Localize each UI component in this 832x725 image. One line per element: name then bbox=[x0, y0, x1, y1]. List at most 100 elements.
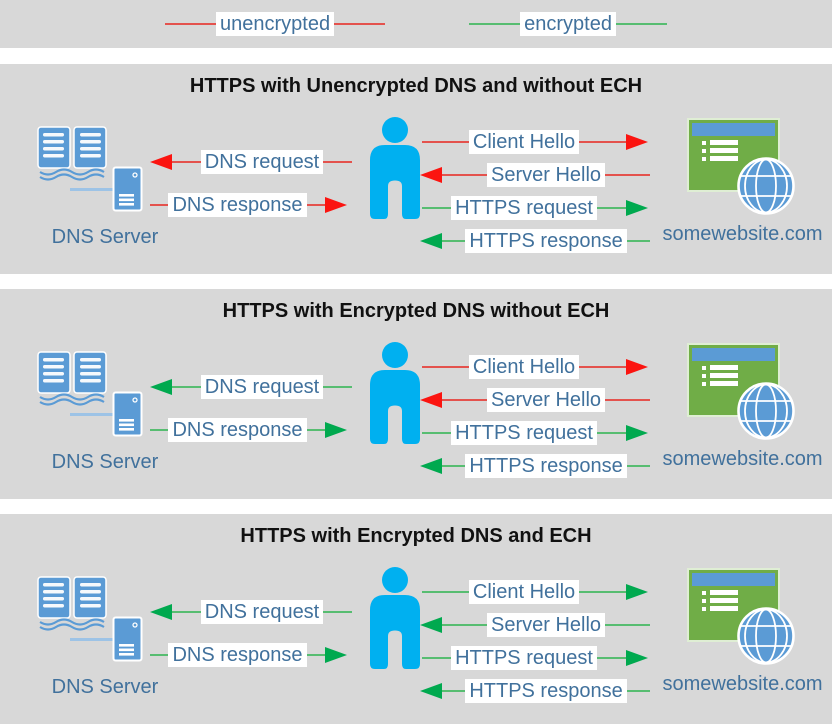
dns-book-icon bbox=[37, 126, 107, 181]
arrowhead-icon bbox=[626, 425, 649, 441]
arrowhead-icon bbox=[626, 584, 649, 600]
dns-server-label: DNS Server bbox=[51, 451, 159, 473]
arrow-server-hello: Server Hello bbox=[420, 387, 651, 413]
panel-unencrypted-dns-no-ech: HTTPS with Unencrypted DNS and without E… bbox=[0, 64, 832, 274]
browser-titlebar bbox=[692, 348, 775, 361]
arrow-dns-request: DNS request bbox=[150, 149, 352, 175]
globe-icon bbox=[737, 382, 795, 440]
arrow-line bbox=[306, 204, 325, 206]
dns-server-tower-icon bbox=[112, 616, 143, 662]
arrow-line bbox=[323, 161, 352, 163]
arrow-label: DNS request bbox=[200, 150, 324, 174]
legend-line bbox=[165, 23, 217, 25]
arrow-https-request: HTTPS request bbox=[422, 645, 649, 671]
arrow-line bbox=[442, 624, 487, 626]
dns-server-label: DNS Server bbox=[51, 676, 159, 698]
arrowhead-icon bbox=[150, 379, 172, 395]
arrow-label: Client Hello bbox=[468, 355, 580, 379]
arrow-line bbox=[579, 591, 627, 593]
arrow-line bbox=[150, 429, 169, 431]
arrow-https-request: HTTPS request bbox=[422, 195, 649, 221]
arrowhead-icon bbox=[626, 134, 649, 150]
person-icon bbox=[370, 117, 420, 219]
panel-encrypted-dns-no-ech: HTTPS with Encrypted DNS without ECH bbox=[0, 289, 832, 499]
globe-icon bbox=[737, 607, 795, 665]
panel-title: HTTPS with Encrypted DNS without ECH bbox=[222, 300, 610, 322]
arrow-line bbox=[422, 432, 452, 434]
arrow-line bbox=[306, 654, 325, 656]
browser-list-line bbox=[702, 365, 738, 370]
dns-server-tower-icon bbox=[112, 166, 143, 212]
arrow-label: Client Hello bbox=[468, 130, 580, 154]
arrow-line bbox=[442, 465, 466, 467]
browser-list-line bbox=[702, 606, 738, 611]
arrow-line bbox=[605, 174, 651, 176]
browser-list-line bbox=[702, 156, 738, 161]
arrow-line bbox=[172, 161, 201, 163]
arrow-line bbox=[605, 399, 651, 401]
arrow-line bbox=[172, 386, 201, 388]
arrow-label: DNS response bbox=[168, 643, 307, 667]
arrow-line bbox=[626, 465, 651, 467]
person-icon bbox=[370, 567, 420, 669]
arrow-line bbox=[442, 240, 466, 242]
legend-line bbox=[334, 23, 386, 25]
website-label: somewebsite.com bbox=[662, 223, 823, 245]
legend-item-encrypted: encrypted bbox=[469, 12, 667, 36]
arrow-label: HTTPS response bbox=[465, 679, 627, 703]
arrow-line bbox=[579, 366, 627, 368]
arrow-label: DNS response bbox=[168, 418, 307, 442]
arrow-line bbox=[323, 386, 352, 388]
arrow-line bbox=[306, 429, 325, 431]
arrowhead-icon bbox=[325, 647, 347, 663]
arrowhead-icon bbox=[420, 458, 442, 474]
arrow-line bbox=[605, 624, 651, 626]
arrowhead-icon bbox=[420, 392, 442, 408]
arrow-label: HTTPS response bbox=[465, 454, 627, 478]
arrow-label: HTTPS response bbox=[465, 229, 627, 253]
arrowhead-icon bbox=[420, 683, 442, 699]
arrow-dns-request: DNS request bbox=[150, 599, 352, 625]
browser-titlebar bbox=[692, 123, 775, 136]
globe-icon bbox=[737, 157, 795, 215]
book-server-connector bbox=[70, 188, 115, 191]
arrow-line bbox=[596, 207, 627, 209]
arrow-https-response: HTTPS response bbox=[420, 228, 651, 254]
panel-title: HTTPS with Encrypted DNS and ECH bbox=[240, 525, 592, 547]
arrow-label: HTTPS request bbox=[451, 196, 597, 220]
arrow-client-hello: Client Hello bbox=[422, 579, 649, 605]
legend-line bbox=[615, 23, 667, 25]
arrow-line bbox=[150, 204, 169, 206]
legend-label: encrypted bbox=[520, 12, 616, 36]
arrow-line bbox=[596, 432, 627, 434]
arrowhead-icon bbox=[626, 650, 649, 666]
arrowhead-icon bbox=[420, 617, 442, 633]
arrow-dns-response: DNS response bbox=[150, 642, 347, 668]
arrow-label: DNS response bbox=[168, 193, 307, 217]
arrow-client-hello: Client Hello bbox=[422, 129, 649, 155]
browser-list-line bbox=[702, 598, 738, 603]
arrow-line bbox=[422, 366, 469, 368]
panel-title: HTTPS with Unencrypted DNS and without E… bbox=[189, 75, 643, 97]
arrow-line bbox=[422, 141, 469, 143]
arrow-label: HTTPS request bbox=[451, 646, 597, 670]
browser-list-line bbox=[702, 140, 738, 145]
arrowhead-icon bbox=[325, 422, 347, 438]
arrow-server-hello: Server Hello bbox=[420, 162, 651, 188]
arrow-line bbox=[442, 174, 487, 176]
arrow-label: Server Hello bbox=[486, 163, 606, 187]
arrow-server-hello: Server Hello bbox=[420, 612, 651, 638]
website-label: somewebsite.com bbox=[662, 448, 823, 470]
arrow-dns-response: DNS response bbox=[150, 192, 347, 218]
arrow-dns-response: DNS response bbox=[150, 417, 347, 443]
dns-server-tower-icon bbox=[112, 391, 143, 437]
arrow-label: DNS request bbox=[200, 600, 324, 624]
arrowhead-icon bbox=[626, 359, 649, 375]
arrow-https-request: HTTPS request bbox=[422, 420, 649, 446]
arrow-label: HTTPS request bbox=[451, 421, 597, 445]
arrow-line bbox=[442, 690, 466, 692]
legend-label: unencrypted bbox=[216, 12, 335, 36]
arrow-line bbox=[626, 240, 651, 242]
panel-encrypted-dns-ech: HTTPS with Encrypted DNS and ECH bbox=[0, 514, 832, 724]
website-label: somewebsite.com bbox=[662, 673, 823, 695]
